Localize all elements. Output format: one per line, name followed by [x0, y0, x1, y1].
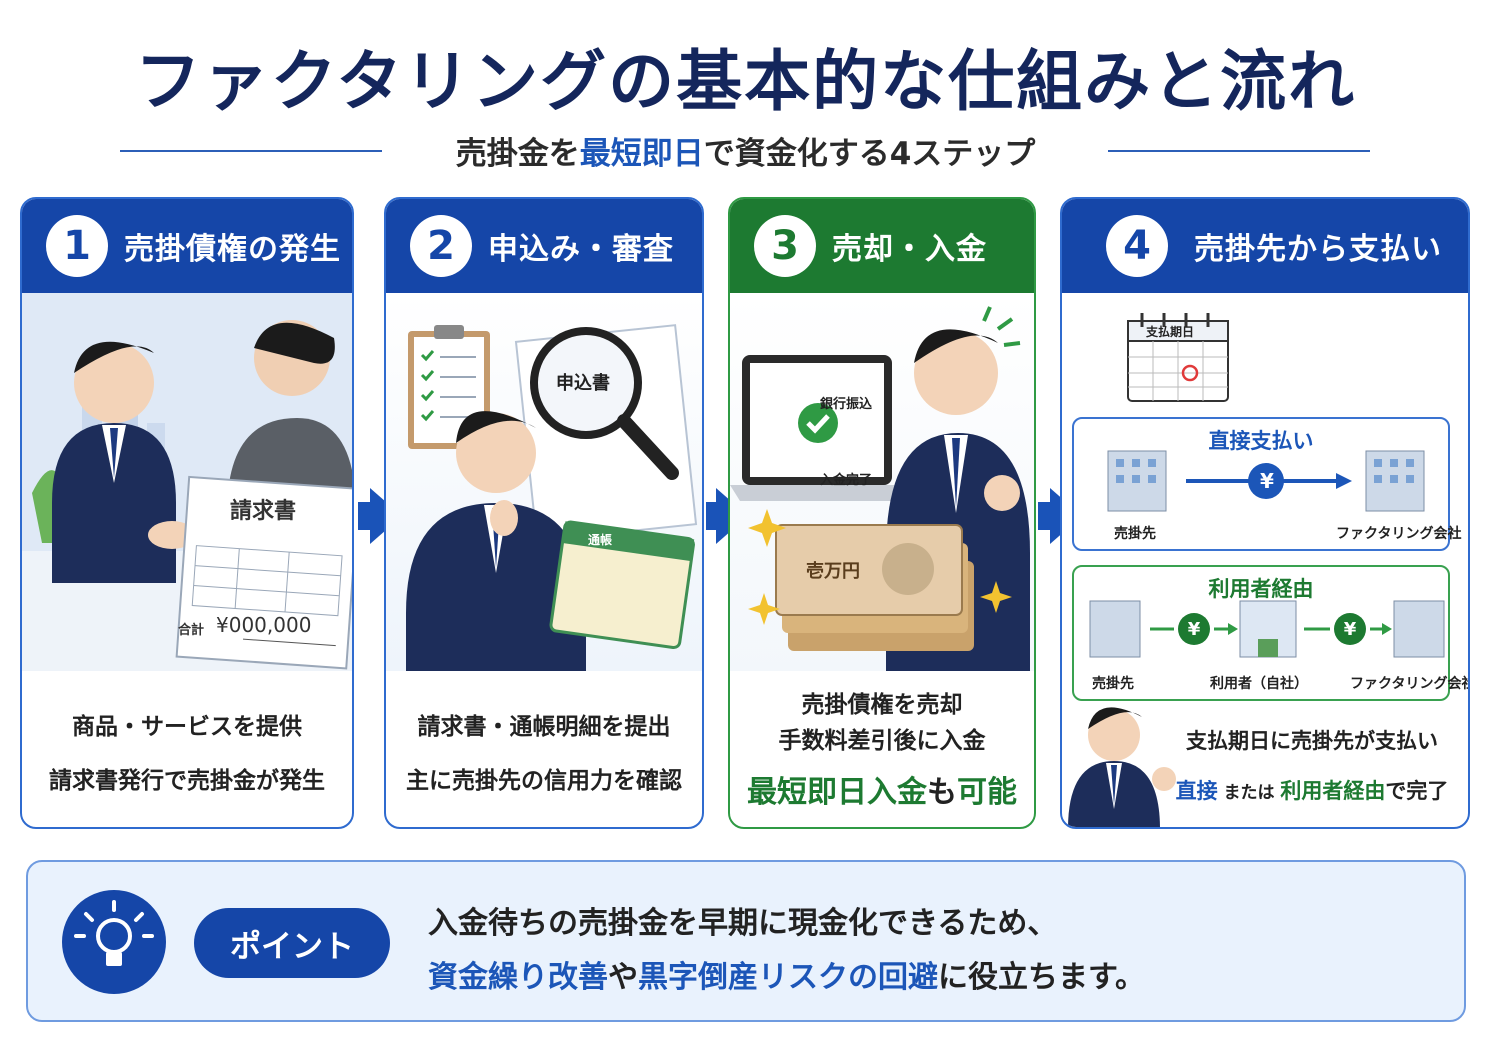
step-3-emphasis: 最短即日入金も可能 — [730, 767, 1034, 811]
step-3-line-1: 売掛債権を売却 — [801, 692, 963, 718]
flow-arrow-stem — [706, 502, 720, 530]
via-mid-label: 利用者（自社） — [1210, 676, 1308, 692]
via-yen-icon-1: ¥ — [1187, 619, 1201, 640]
step-1-number: 1 — [46, 215, 108, 277]
subtitle-highlight: 最短即日 — [579, 136, 704, 172]
line2-direct: 直接 — [1175, 779, 1218, 803]
step-3-card: 3 売却・入金 — [728, 197, 1036, 829]
point-line-1: 入金待ちの売掛金を早期に現金化できるため、 — [428, 906, 1058, 941]
via-yen-icon-2: ¥ — [1343, 619, 1357, 640]
step-2-number: 2 — [410, 215, 472, 277]
via-user-label: 利用者経由 — [1208, 577, 1314, 601]
lightbulb-icon — [62, 890, 166, 994]
step-2-line-2: 主に売掛先の信用力を確認 — [406, 768, 682, 794]
subtitle-line-left — [120, 150, 382, 152]
step-1-illustration: 請求書 合計 ¥000,000 — [22, 293, 352, 671]
emphasis-fastest: 最短即日入金 — [747, 775, 927, 810]
step-3-header: 3 売却・入金 — [730, 199, 1034, 293]
point-ya: や — [608, 960, 638, 995]
point-line-2: 資金繰り改善や黒字倒産リスクの回避に役立ちます。 — [428, 952, 1145, 996]
step-1-line-1: 商品・サービスを提供 — [72, 714, 302, 740]
businessman-ok-icon — [1068, 707, 1176, 827]
line2-done: で完了 — [1385, 779, 1449, 803]
laptop-complete-label: 入金完了 — [819, 473, 872, 488]
point-tail: に役立ちます。 — [938, 960, 1145, 995]
point-box: ポイント 入金待ちの売掛金を早期に現金化できるため、 資金繰り改善や黒字倒産リス… — [26, 860, 1466, 1022]
step-2-line-1: 請求書・通帳明細を提出 — [417, 714, 671, 740]
step-2-card: 2 申込み・審査 — [384, 197, 704, 829]
via-from-label: 売掛先 — [1092, 676, 1134, 692]
direct-payment-label: 直接支払い — [1208, 429, 1314, 453]
step-4-number: 4 — [1106, 215, 1168, 277]
page-title: ファクタリングの基本的な仕組みと流れ — [134, 43, 1357, 120]
via-user-flow-icon — [1089, 600, 1445, 658]
flow-arrow-stem — [358, 502, 372, 530]
via-user-box: 利用者経由 ¥ ¥ 売掛先 利用者（自社） ファクタリング会社 — [1072, 565, 1468, 701]
calendar-icon — [1127, 313, 1229, 402]
direct-from-label: 売掛先 — [1114, 526, 1156, 542]
point-risk: 黒字倒産リスクの回避 — [638, 960, 938, 995]
step-3-number: 3 — [754, 215, 816, 277]
step-3-title: 売却・入金 — [832, 232, 987, 267]
subtitle-row: 売掛金を最短即日で資金化する4ステップ — [0, 128, 1491, 172]
line2-or: または — [1217, 783, 1281, 803]
step-4-card: 4 売掛先から支払い 支払期日 直接支払い ¥ 売掛先 ファクタリング会社 利用… — [1060, 197, 1470, 829]
point-cashflow: 資金繰り改善 — [428, 960, 608, 995]
direct-flow-icon — [1107, 450, 1425, 512]
point-label: ポイント — [194, 908, 390, 978]
calendar-label: 支払期日 — [1146, 325, 1195, 339]
step-3-line-2: 手数料差引後に入金 — [778, 728, 986, 754]
form-label: 申込書 — [556, 373, 610, 394]
line2-via: 利用者経由 — [1280, 779, 1386, 803]
step-4-line-1: 支払期日に売掛先が支払い — [1186, 729, 1438, 753]
step-1-card: 1 売掛債権の発生 — [20, 197, 354, 829]
payment-scene-icon — [730, 306, 1030, 671]
emphasis-possible: 可能 — [957, 775, 1017, 810]
banknote-label: 壱万円 — [806, 561, 860, 582]
step-2-title: 申込み・審査 — [488, 232, 674, 267]
step-4-title: 売掛先から支払い — [1194, 232, 1442, 267]
step-1-header: 1 売掛債権の発生 — [22, 199, 352, 293]
invoice-total-label: 合計 — [178, 623, 205, 638]
subtitle: 売掛金を最短即日で資金化する4ステップ — [0, 128, 1491, 173]
laptop-transfer-label: 銀行振込 — [819, 397, 872, 412]
handshake-scene-icon — [22, 293, 352, 671]
subtitle-pre: 売掛金を — [455, 136, 580, 172]
direct-to-label: ファクタリング会社 — [1336, 526, 1462, 542]
emphasis-mo: も — [927, 775, 957, 810]
step-3-illustration: 銀行振込 入金完了 壱万円 — [730, 293, 1034, 671]
flow-arrow-stem — [1038, 502, 1052, 530]
passbook-label: 通帳 — [588, 533, 613, 547]
invoice-total-value: ¥000,000 — [216, 613, 312, 637]
invoice-title: 請求書 — [230, 499, 297, 524]
direct-yen-icon: ¥ — [1260, 469, 1274, 493]
review-scene-icon — [406, 324, 698, 671]
step-4-line-2: 直接 または 利用者経由で完了 — [1162, 775, 1462, 805]
via-to-label: ファクタリング会社 — [1350, 676, 1470, 692]
lightbulb-glyph-icon — [74, 900, 154, 966]
step-2-header: 2 申込み・審査 — [386, 199, 702, 293]
step-1-line-2: 請求書発行で売掛金が発生 — [49, 768, 325, 794]
step-1-title: 売掛債権の発生 — [124, 232, 341, 267]
step-2-illustration: 申込書 通帳 — [386, 293, 702, 671]
subtitle-line-right — [1108, 150, 1370, 152]
subtitle-post: で資金化する4ステップ — [703, 136, 1036, 172]
direct-payment-box: 直接支払い ¥ 売掛先 ファクタリング会社 — [1072, 417, 1461, 551]
step-4-header: 4 売掛先から支払い — [1062, 199, 1468, 293]
